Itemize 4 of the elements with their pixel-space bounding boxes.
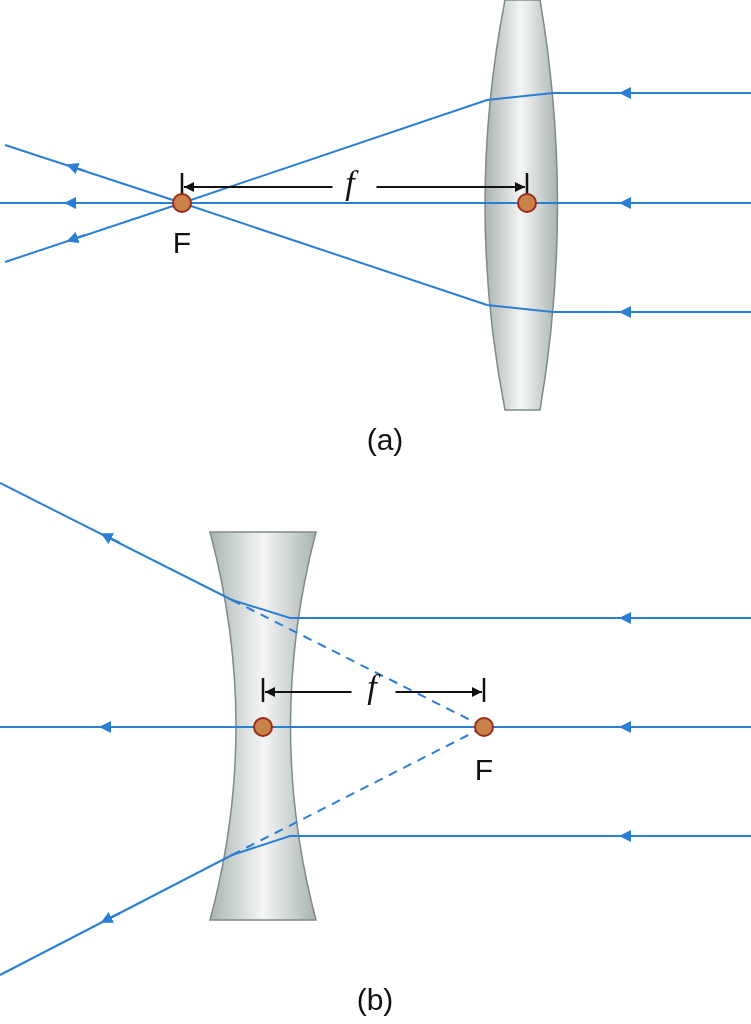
panel-label: (a) <box>366 425 404 455</box>
focal-point-label: F <box>474 755 494 785</box>
panel-label: (b) <box>356 985 394 1015</box>
focal-point-label: F <box>172 228 192 258</box>
